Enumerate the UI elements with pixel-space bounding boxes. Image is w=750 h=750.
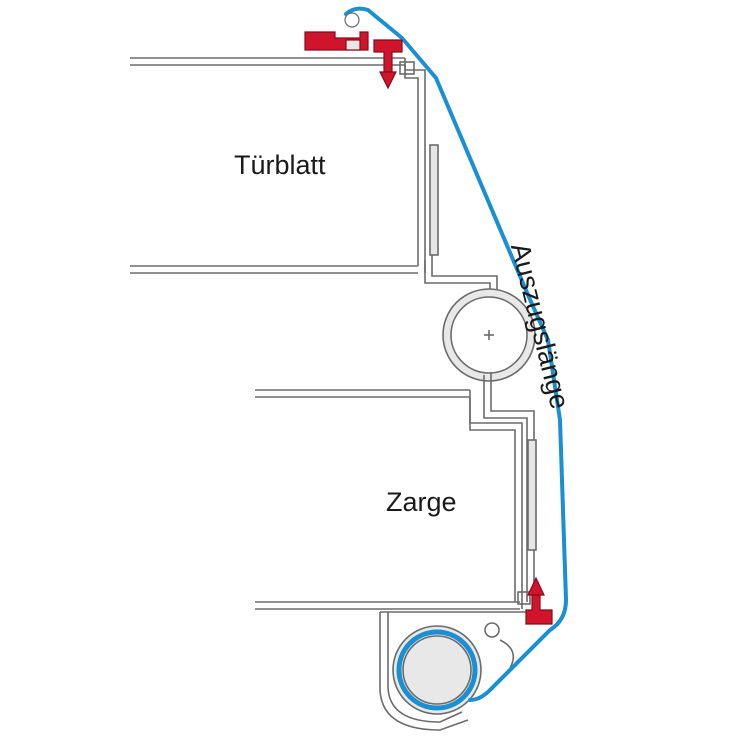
door-leaf-profile: [130, 57, 498, 300]
hinge-barrel: [442, 288, 536, 382]
frame-profile: [255, 372, 537, 610]
frame-label: Zarge: [386, 487, 457, 517]
cable-end-clip-top: [304, 12, 403, 90]
cable-cassette-housing: [379, 611, 548, 731]
cable-end-clip-bottom: [525, 576, 553, 625]
door-leaf-label: Türblatt: [234, 150, 326, 180]
cable-path: [344, 6, 568, 711]
